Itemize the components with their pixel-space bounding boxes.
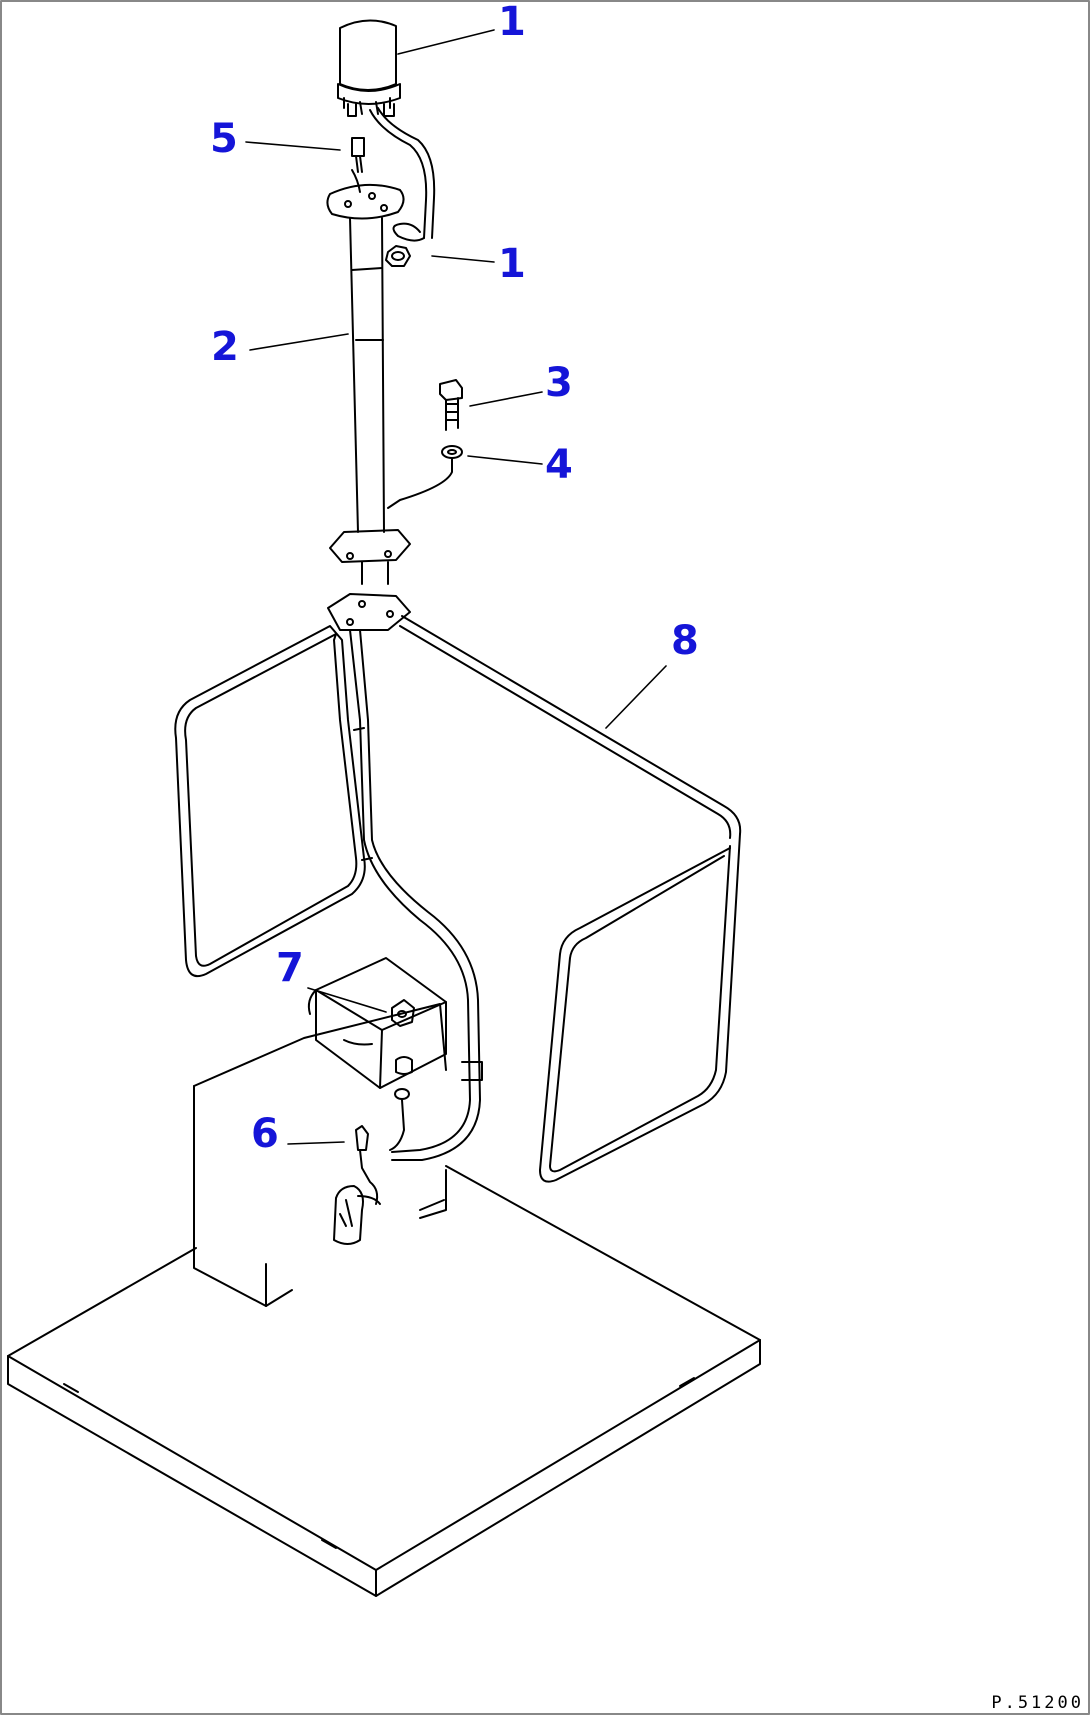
roof-plate bbox=[327, 593, 411, 631]
cab-frame-top-rail bbox=[399, 615, 742, 839]
cable-run bbox=[349, 629, 483, 1161]
connector-pin bbox=[351, 137, 365, 173]
controller-box bbox=[307, 957, 447, 1089]
callout-2: 2 bbox=[211, 324, 239, 370]
beacon-lamp bbox=[337, 19, 401, 117]
connector-7 bbox=[389, 999, 415, 1151]
cab-frame-left bbox=[174, 625, 366, 978]
leader-lines bbox=[245, 29, 667, 1145]
drawing-code: P.51200 bbox=[991, 1693, 1084, 1713]
callout-3: 3 bbox=[545, 360, 573, 406]
callout-4: 4 bbox=[545, 442, 573, 488]
cab-frame-right bbox=[539, 833, 741, 1183]
bolt bbox=[439, 379, 463, 431]
lower-box bbox=[193, 1003, 447, 1307]
nut bbox=[385, 245, 411, 267]
callout-5: 5 bbox=[210, 116, 238, 162]
callout-7: 7 bbox=[276, 945, 304, 991]
top-plate bbox=[326, 169, 405, 220]
callout-1-nut: 1 bbox=[498, 241, 526, 287]
washer bbox=[387, 445, 463, 509]
floor-plate bbox=[7, 1165, 761, 1597]
switch-6 bbox=[333, 1125, 381, 1245]
pole-base-plate bbox=[329, 529, 411, 585]
callout-1-lamp: 1 bbox=[498, 0, 526, 45]
pole bbox=[349, 217, 385, 533]
callout-6: 6 bbox=[251, 1111, 279, 1157]
lamp-wire bbox=[369, 107, 436, 242]
callout-8: 8 bbox=[671, 618, 699, 664]
